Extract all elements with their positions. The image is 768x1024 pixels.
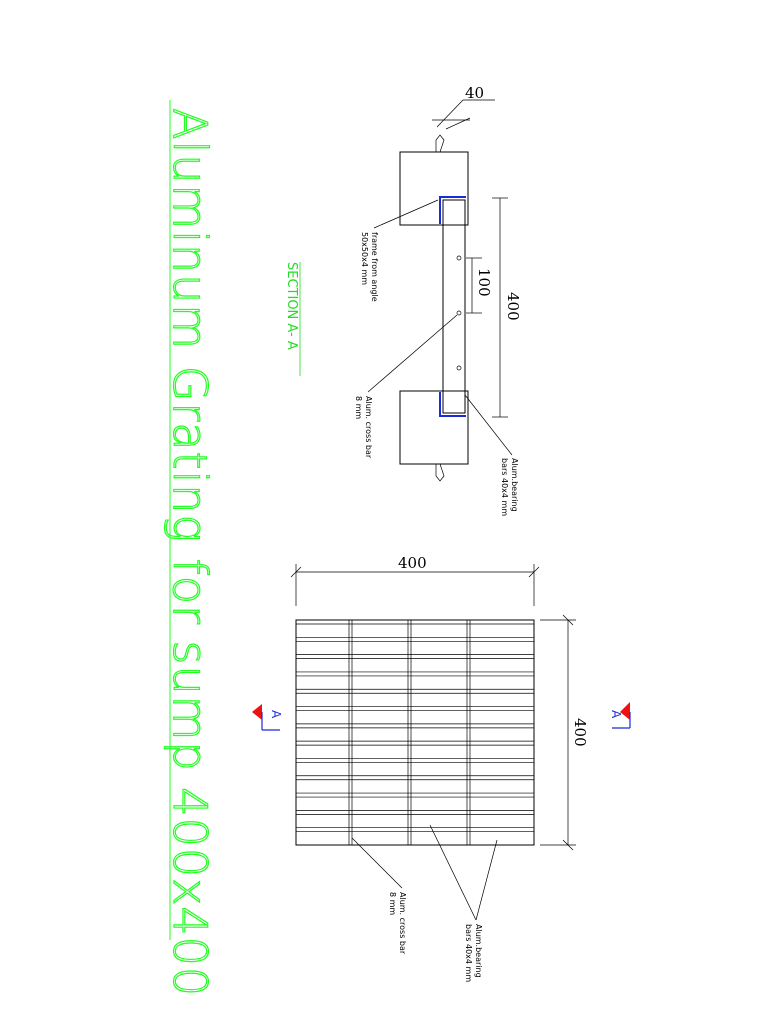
section-arrow-left <box>252 704 262 720</box>
cross-bar-hole-1 <box>456 255 462 261</box>
dim-tick <box>562 839 574 851</box>
note-plan-crossbar-line1: Alum. cross bar <box>398 892 407 955</box>
grating-outline <box>295 619 535 846</box>
note-frame-line1: frame from angle <box>370 232 379 302</box>
section-label: SECTION A- A <box>284 262 299 350</box>
dim-tick <box>562 614 574 626</box>
note-section-crossbar-line1: Alum. cross bar <box>364 396 373 459</box>
leader-plan-crossbar <box>351 837 403 889</box>
note-plan-bearing-line1: Alum.bearing <box>474 924 483 978</box>
section-mark-left: A <box>252 704 283 731</box>
note-section-bearing-line2: bars 40x4 mm <box>500 458 509 516</box>
bearing-bar-section <box>442 199 466 414</box>
note-plan-crossbar-line2: 8 mm <box>388 892 397 915</box>
section-mark-right-label: A <box>609 710 623 719</box>
break-line-bottom <box>435 463 445 482</box>
dim-40-label: 40 <box>465 84 484 102</box>
dim-400-plan-height-label: 400 <box>571 718 589 747</box>
dim-400-section-label: 400 <box>504 292 522 321</box>
leader-plan-bearing-1 <box>429 824 477 921</box>
angle-frame-bottom <box>439 392 466 417</box>
note-section-crossbar-line2: 8 mm <box>354 396 363 419</box>
leader-frame <box>373 199 439 229</box>
dim-40-tick-a <box>436 99 464 128</box>
section-label-group: SECTION A- A <box>284 262 301 376</box>
section-arrow-right <box>620 702 630 720</box>
dim-100-label: 100 <box>475 268 493 297</box>
leader-section-bearing <box>464 394 513 456</box>
dim-tick <box>290 566 302 578</box>
section-mark-left-label: A <box>269 710 283 719</box>
angle-frame-top <box>439 196 466 224</box>
dim-400-plan-width-label: 400 <box>398 554 427 572</box>
concrete-block-bottom <box>399 390 469 465</box>
cross-bar-hole-3 <box>456 365 462 371</box>
concrete-block-top <box>399 151 469 226</box>
note-section-bearing-line1: Alum.bearing <box>510 458 519 512</box>
note-frame-line2: 50x50x4 mm <box>360 232 369 285</box>
dim-tick <box>528 566 540 578</box>
cross-bar-hole-2 <box>456 310 462 316</box>
plan-view: 400 400 A A Alum. cross bar 8 mm Al <box>252 554 631 982</box>
leader-plan-bearing-2 <box>475 839 498 921</box>
drawing-title: Aluminum Grating for sump 400x400 <box>163 108 217 997</box>
note-plan-bearing-line2: bars 40x4 mm <box>464 924 473 982</box>
section-mark-right: A <box>609 702 631 729</box>
grating-bars <box>296 619 534 846</box>
leader-section-crossbar <box>367 314 458 393</box>
title-group: Aluminum Grating for sump 400x400 <box>162 100 218 998</box>
section-view: 40 400 100 frame from angle 50x50x4 mm A… <box>354 84 522 516</box>
break-line-top <box>435 134 445 153</box>
